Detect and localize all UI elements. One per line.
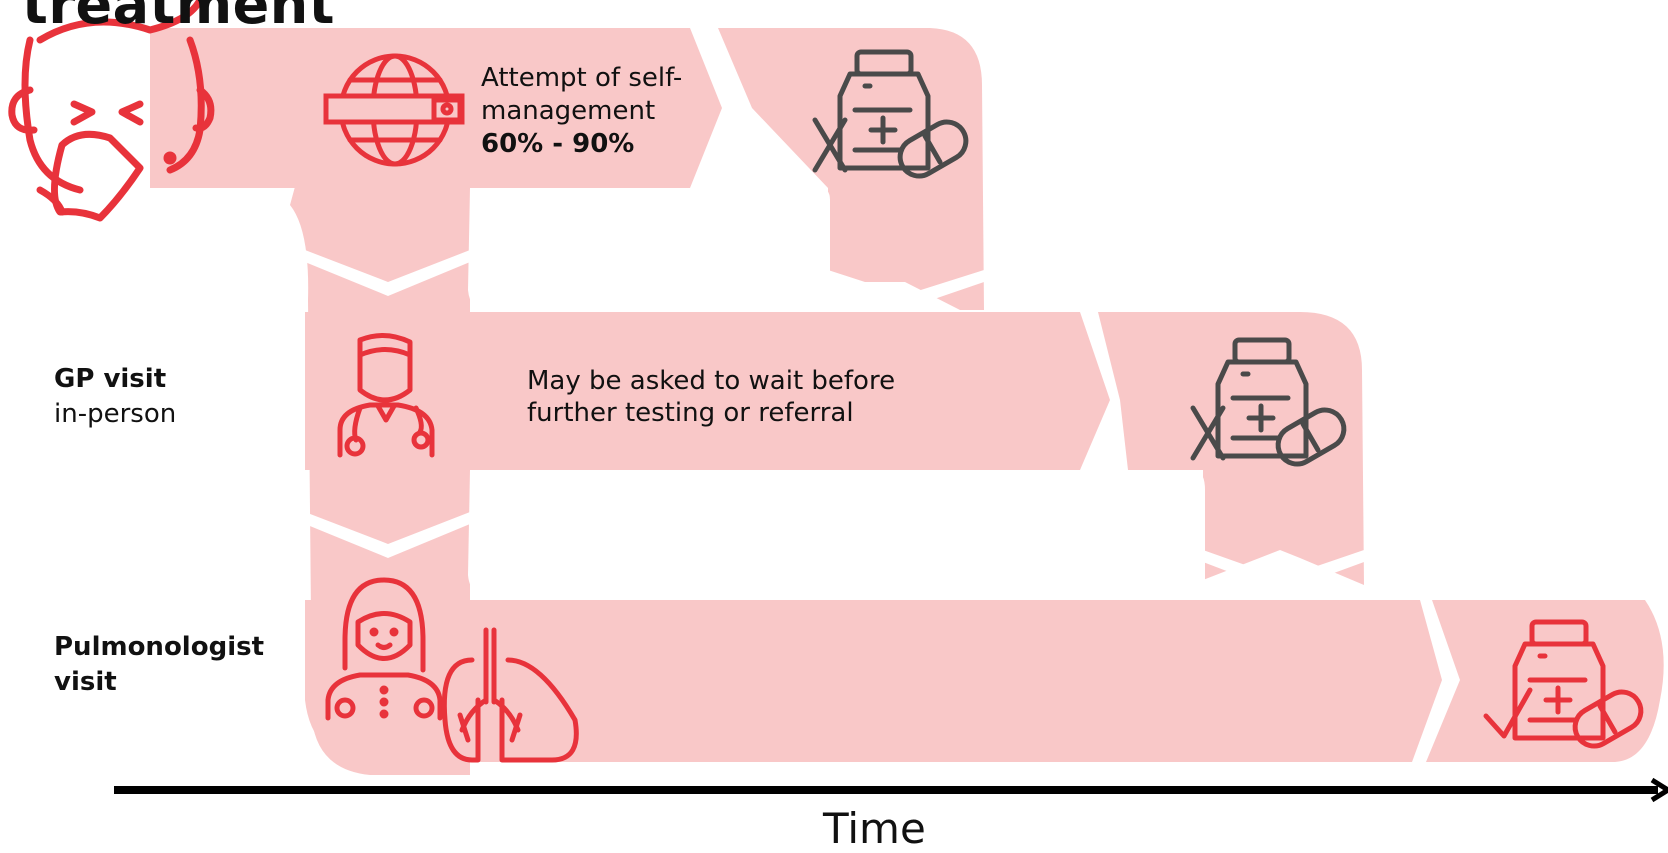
patient-coughing-icon — [8, 0, 215, 222]
band-gp-visit — [305, 312, 1110, 470]
gp-visit-sublabel: in-person — [54, 399, 177, 429]
chevron-notch-4 — [1203, 550, 1364, 592]
band-cutouts — [305, 188, 1364, 600]
chevron-notch-3 — [828, 270, 984, 309]
band-gp-medication — [1098, 312, 1364, 585]
time-axis-arrowhead — [1650, 777, 1668, 803]
time-axis — [114, 777, 1668, 803]
medication-success-icon — [1483, 619, 1644, 749]
chevron-notch-1 — [305, 250, 470, 296]
gp-note-line1: May be asked to wait before — [527, 366, 896, 396]
time-axis-label: Time — [823, 804, 926, 853]
chevron-notch-2 — [305, 512, 470, 558]
medication-failed-icon-mid — [1190, 337, 1347, 467]
band-pulmonologist — [305, 600, 1442, 762]
self-management-text-line1: Attempt of self- — [481, 63, 683, 93]
self-management-text-line2: management — [481, 96, 656, 126]
flow-bands — [150, 28, 1664, 775]
web-search-globe-icon — [323, 53, 465, 167]
female-doctor-icon — [325, 577, 443, 721]
diagram-title: treatment — [22, 0, 335, 36]
pulmonologist-label-line2: visit — [54, 667, 117, 697]
self-management-percentage: 60% - 90% — [481, 129, 635, 159]
medication-failed-icon-top — [812, 49, 969, 179]
gp-note-line2: further testing or referral — [527, 398, 854, 428]
cutout-upper — [468, 188, 830, 312]
doctor-icon — [337, 333, 435, 458]
cutout-lower — [468, 470, 1205, 600]
gp-visit-label: GP visit — [54, 364, 167, 394]
pulmonologist-label-line1: Pulmonologist — [54, 632, 265, 662]
lungs-icon — [441, 627, 579, 763]
